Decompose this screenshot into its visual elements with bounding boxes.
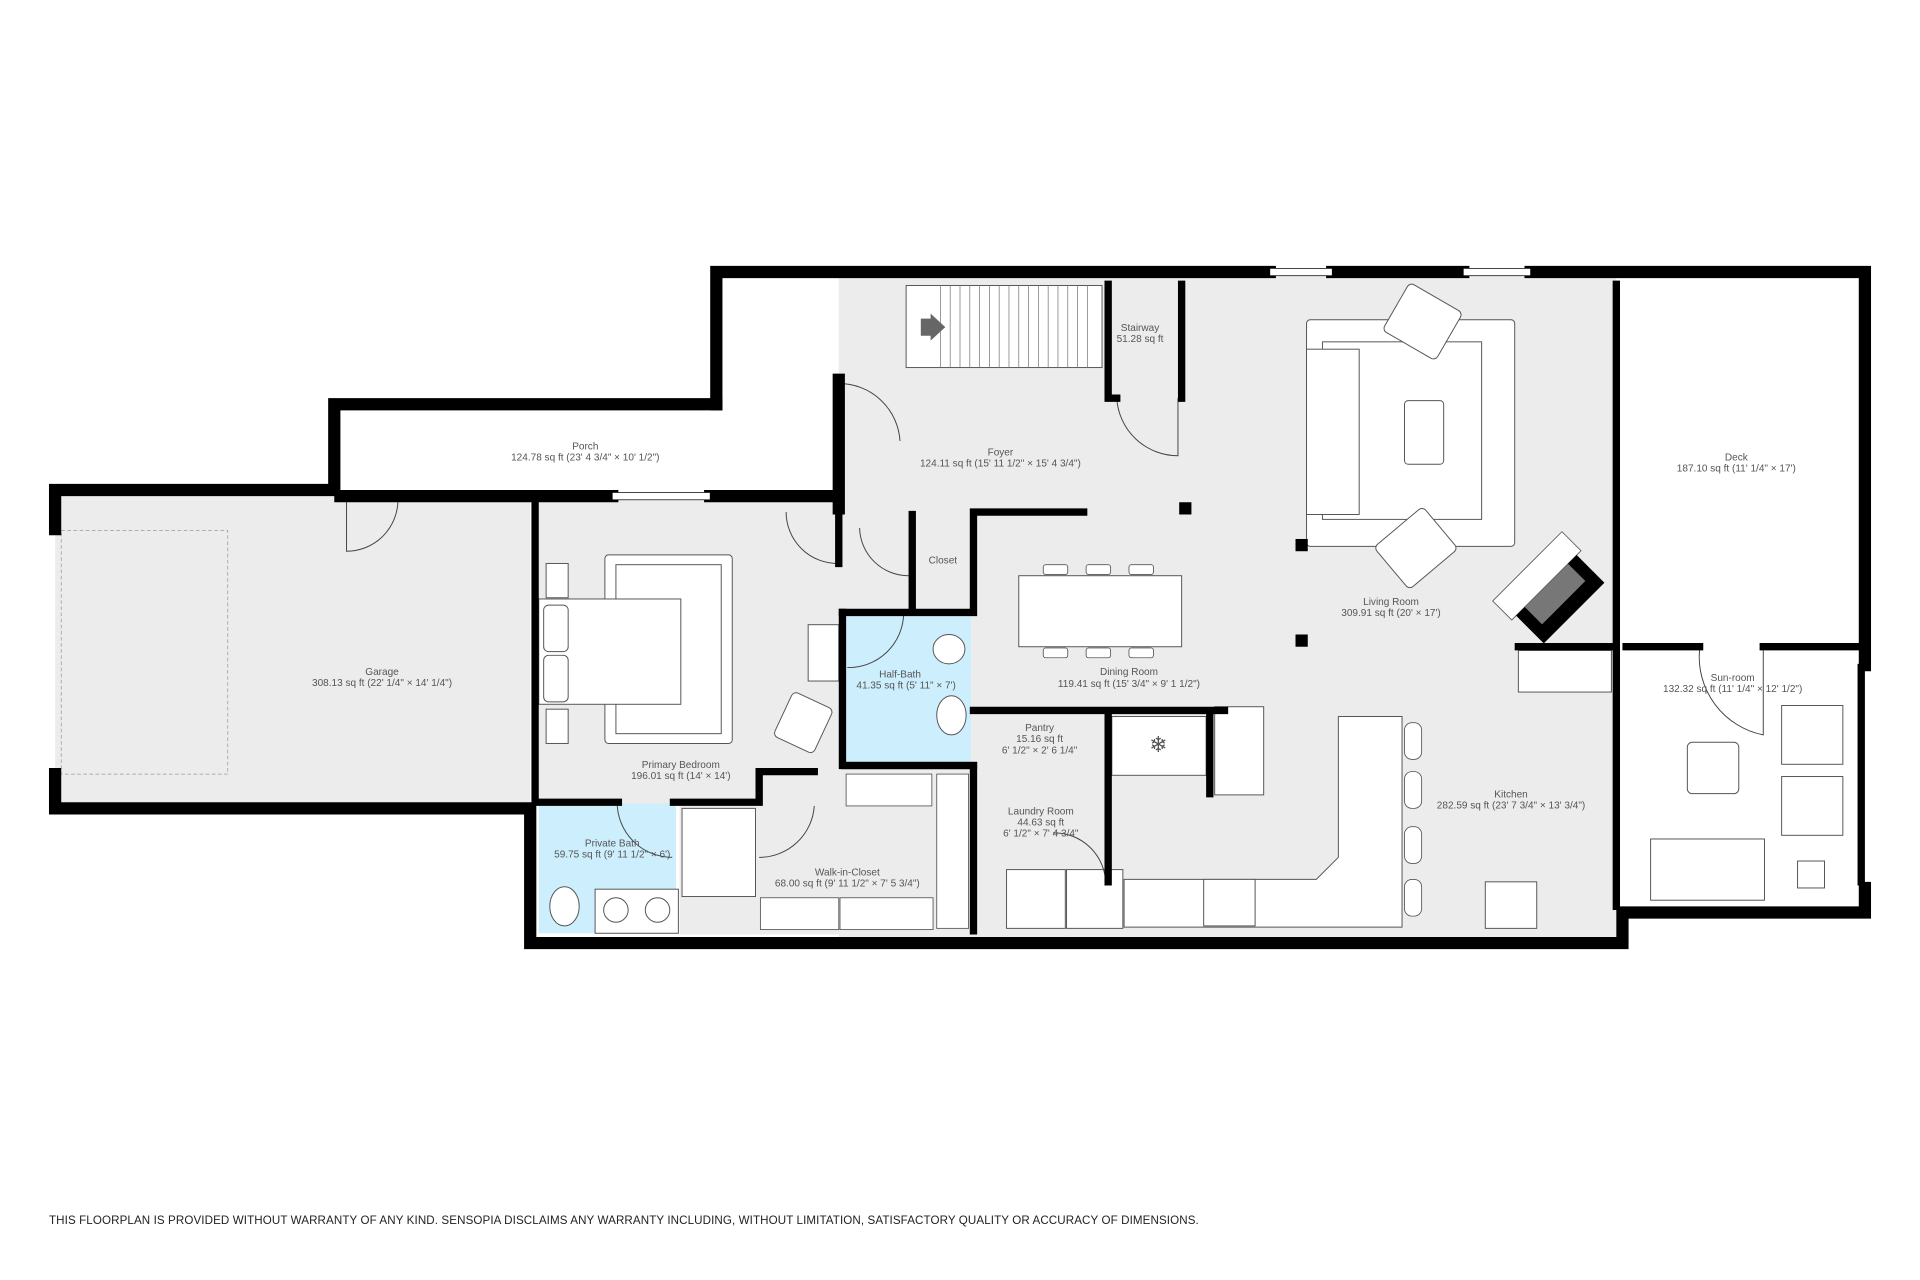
sunroom-sofa — [1650, 838, 1765, 901]
deck-floor — [1618, 275, 1864, 644]
deck-area: 187.10 sq ft (11' 1/4" × 17') — [1677, 464, 1796, 475]
laundry-room-dims: 6' 1/2" × 7' 4 3/4" — [1003, 829, 1079, 840]
garage-parking-outline — [60, 530, 229, 775]
bedroom-chair — [774, 692, 833, 754]
side-table — [1797, 860, 1825, 889]
armchair — [1383, 283, 1462, 360]
walls — [48, 265, 1872, 950]
window — [1269, 267, 1333, 277]
sunroom-chair — [1781, 705, 1844, 765]
shower — [681, 807, 756, 898]
living-room-name: Living Room — [1363, 597, 1419, 608]
dining-chairs — [1042, 564, 1154, 659]
garage-floor — [55, 493, 531, 813]
nightstand — [545, 562, 569, 599]
half-bath-name: Half-Bath — [879, 669, 921, 680]
refrigerator — [1111, 716, 1207, 776]
coffee-table — [1404, 400, 1445, 465]
sunroom-table — [1686, 741, 1740, 795]
deck-name: Deck — [1725, 453, 1749, 464]
sunroom-area: 132.32 sq ft (11' 1/4" × 12' 1/2") — [1663, 684, 1802, 695]
window — [611, 492, 711, 501]
kitchen-name: Kitchen — [1494, 789, 1527, 800]
cabinet — [1214, 706, 1265, 796]
fireplace — [1492, 531, 1605, 644]
nightstand — [545, 708, 569, 744]
kitchen-area: 282.59 sq ft (23' 7 3/4" × 13' 3/4") — [1437, 800, 1585, 811]
laundry-room-area: 44.63 sq ft — [1017, 818, 1064, 829]
furniture: ❄ — [60, 283, 1844, 934]
porch-floor — [336, 410, 839, 494]
half-bath-area: 41.35 sq ft (5' 11" × 7') — [856, 680, 955, 691]
living-room-area: 309.91 sq ft (20' × 17') — [1341, 608, 1440, 619]
dryer — [1066, 869, 1124, 929]
dining-room-name: Dining Room — [1100, 667, 1158, 678]
private-bath-area: 59.75 sq ft (9' 11 1/2" × 6') — [554, 849, 670, 860]
porch-area: 124.78 sq ft (23' 4 3/4" × 10' 1/2") — [511, 453, 659, 464]
pantry-dims: 6' 1/2" × 2' 6 1/4" — [1002, 745, 1078, 756]
porch-name: Porch — [572, 442, 598, 453]
snowflake-icon: ❄ — [1149, 732, 1167, 757]
armchair — [1375, 507, 1457, 589]
small-table — [1484, 881, 1538, 929]
garage-name: Garage — [365, 667, 399, 678]
kitchen-counter — [1123, 716, 1403, 928]
washer — [1006, 869, 1066, 929]
primary-bedroom-name: Primary Bedroom — [642, 760, 720, 771]
foyer-area: 124.11 sq ft (15' 11 1/2" × 15' 4 3/4") — [920, 459, 1081, 470]
stairs — [905, 285, 1103, 369]
walk-in-closet-area: 68.00 sq ft (9' 11 1/2" × 7' 5 3/4") — [775, 879, 920, 890]
doors — [346, 382, 1764, 885]
room-labels: Porch 124.78 sq ft (23' 4 3/4" × 10' 1/2… — [312, 323, 1802, 890]
stairway-area: 51.28 sq ft — [1117, 334, 1164, 345]
sofa — [1306, 348, 1360, 515]
stair-arrow-icon — [920, 313, 946, 341]
closet-name: Closet — [929, 555, 958, 566]
sunroom-chair — [1781, 776, 1844, 836]
private-bath-name: Private Bath — [585, 838, 640, 849]
desk — [1517, 649, 1612, 693]
bar-stools — [1404, 722, 1423, 917]
garage-area: 308.13 sq ft (22' 1/4" × 14' 1/4") — [312, 678, 452, 689]
closet-shelves — [759, 773, 969, 931]
dresser — [807, 624, 840, 682]
dining-table — [1018, 575, 1183, 648]
window — [1462, 267, 1531, 277]
disclaimer: THIS FLOORPLAN IS PROVIDED WITHOUT WARRA… — [49, 1214, 1199, 1227]
sunroom-name: Sun-room — [1711, 673, 1755, 684]
dining-room-area: 119.41 sq ft (15' 3/4" × 9' 1 1/2") — [1058, 679, 1200, 690]
walk-in-closet-name: Walk-in-Closet — [815, 868, 880, 879]
stairway-name: Stairway — [1121, 323, 1159, 334]
foyer-name: Foyer — [988, 448, 1014, 459]
pantry-name: Pantry — [1025, 723, 1054, 734]
toilet-icon — [932, 634, 966, 665]
stove — [1203, 878, 1256, 927]
laundry-room-name: Laundry Room — [1008, 806, 1074, 817]
sink-icon — [936, 695, 967, 736]
toilet-icon — [549, 886, 580, 927]
pantry-area: 15.16 sq ft — [1016, 734, 1063, 745]
primary-bedroom-area: 196.01 sq ft (14' × 14') — [631, 771, 730, 782]
